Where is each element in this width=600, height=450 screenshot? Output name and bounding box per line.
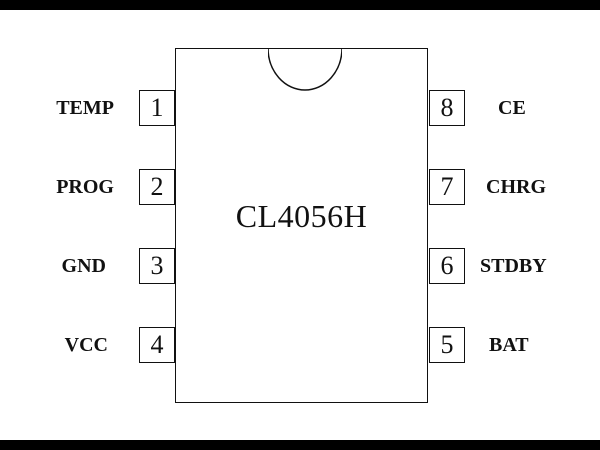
pin-4-number: 4 [139, 327, 175, 363]
pin-7-label: CHRG [486, 176, 546, 198]
chip-body [175, 48, 428, 403]
pin-8-label: CE [498, 97, 526, 119]
pin-3-label: GND [61, 255, 106, 277]
pin-2-number: 2 [139, 169, 175, 205]
pin-7-number: 7 [429, 169, 465, 205]
pin-5-number: 5 [429, 327, 465, 363]
pin-1-label: TEMP [56, 97, 114, 119]
pin-2-label: PROG [56, 176, 114, 198]
pin-8-number: 8 [429, 90, 465, 126]
bottom-frame-bar [0, 440, 600, 450]
pin-6-label: STDBY [480, 255, 547, 277]
pin-6-number: 6 [429, 248, 465, 284]
pin-4-label: VCC [64, 334, 108, 356]
pin-3-number: 3 [139, 248, 175, 284]
pin1-notch [268, 48, 342, 91]
part-number: CL4056H [235, 198, 368, 234]
pin-5-label: BAT [489, 334, 529, 356]
pin-1-number: 1 [139, 90, 175, 126]
top-frame-bar [0, 0, 600, 10]
